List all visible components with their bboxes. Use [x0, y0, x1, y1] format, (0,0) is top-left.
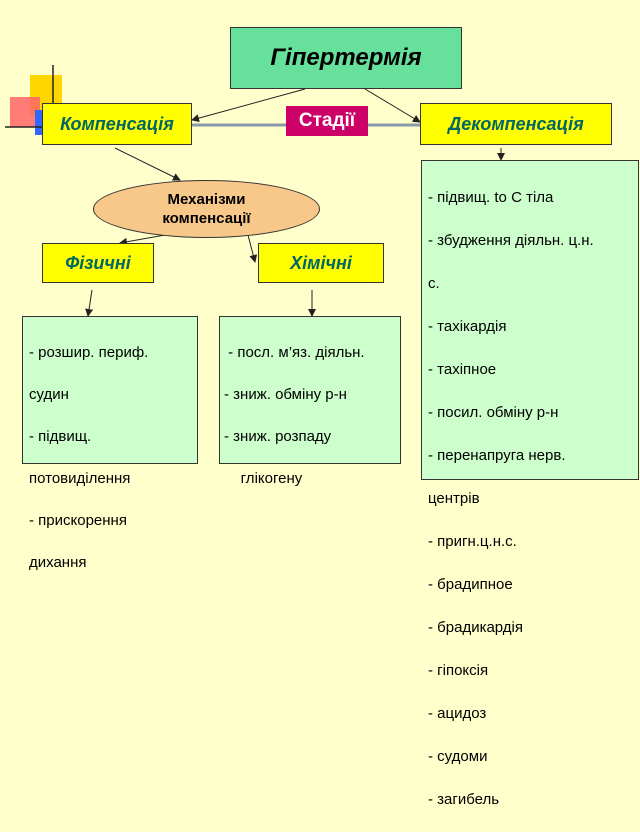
physical-box: Фізичні — [42, 243, 154, 283]
list-item: - тахікардія — [428, 317, 507, 335]
list-item: - зниж. розпаду — [224, 428, 332, 445]
decompensation-list: - підвищ. to C тіла - збудження діяльн. … — [421, 160, 639, 808]
list-item: - прискорення — [29, 512, 127, 529]
list-item: - розшир. периф. — [29, 344, 149, 361]
physical-list: - розшир. периф. судин - підвищ. потовид… — [22, 316, 198, 571]
list-item: - загибель — [428, 790, 500, 808]
list-item: - збудження діяльн. ц.н. — [428, 231, 594, 249]
list-item: судин — [29, 386, 69, 403]
list-item: центрів — [428, 489, 480, 507]
list-item: - пригн.ц.н.с. — [428, 532, 517, 550]
chemical-list: - посл. м’яз. діяльн. - зниж. обміну р-н… — [219, 316, 401, 487]
list-item: - ацидоз — [428, 704, 487, 722]
mechanisms-line-1: Механізми — [167, 191, 246, 208]
list-item: - підвищ. — [29, 428, 92, 445]
compensation-box: Компенсація — [42, 103, 192, 145]
list-item: - перенапруга нерв. — [428, 446, 566, 464]
chemical-box: Хімічні — [258, 243, 384, 283]
list-item: глікогену — [224, 470, 303, 487]
list-item: - гіпоксія — [428, 661, 489, 679]
list-item: с. — [428, 274, 440, 292]
list-item: дихання — [29, 554, 87, 571]
list-item: - судоми — [428, 747, 488, 765]
mechanisms-oval: Механізми компенсації — [93, 180, 320, 238]
list-item: потовиділення — [29, 470, 131, 487]
list-item: - підвищ. to C тіла — [428, 188, 554, 206]
stages-label: Стадії — [286, 106, 368, 136]
list-item: - брадикардія — [428, 618, 524, 636]
list-item: - зниж. обміну р-н — [224, 386, 347, 403]
list-item: - посл. м’яз. діяльн. — [224, 344, 365, 361]
decompensation-box: Декомпенсація — [420, 103, 612, 145]
list-item: - брадипное — [428, 575, 513, 593]
title-box: Гіпертермія — [230, 27, 462, 89]
list-item: - посил. обміну р-н — [428, 403, 559, 421]
mechanisms-line-2: компенсації — [162, 210, 251, 227]
list-item: - тахіпное — [428, 360, 497, 378]
